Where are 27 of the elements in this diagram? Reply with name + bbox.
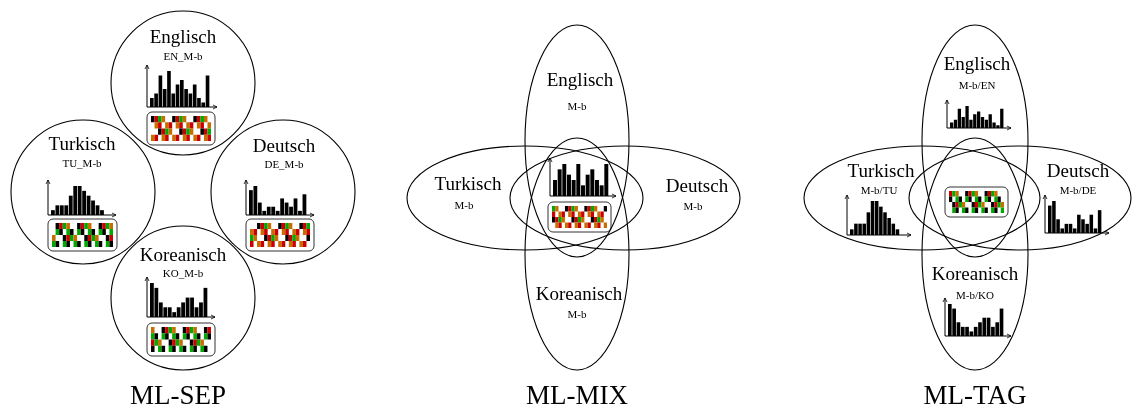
model-name: M-b — [683, 200, 703, 212]
language-name: Koreanisch — [139, 244, 227, 264]
language-name: Englisch — [943, 53, 1011, 73]
language-name: Englisch — [149, 26, 217, 46]
language-name: Deutsch — [665, 175, 729, 195]
language-name: Koreanisch — [535, 283, 623, 303]
configuration-title: ML-MIX — [526, 381, 628, 409]
language-name: Deutsch — [252, 135, 316, 155]
language-name: Turkisch — [48, 133, 116, 153]
model-name: M-b/KO — [956, 289, 994, 301]
model-name: M-b/EN — [958, 79, 996, 91]
model-name: M-b — [567, 100, 587, 112]
configuration-title: ML-TAG — [923, 381, 1027, 409]
language-name: Turkisch — [434, 173, 502, 193]
model-name: EN_M-b — [163, 50, 203, 62]
language-name: Englisch — [546, 69, 614, 89]
model-name: DE_M-b — [264, 158, 304, 170]
language-name: Koreanisch — [931, 263, 1019, 283]
model-name: M-b — [567, 308, 587, 320]
model-name: M-b/DE — [1059, 184, 1097, 196]
configuration-title: ML-SEP — [130, 381, 226, 409]
model-name: KO_M-b — [162, 267, 204, 279]
model-name: TU_M-b — [62, 157, 102, 169]
language-name: Turkisch — [847, 160, 915, 180]
language-name: Deutsch — [1046, 160, 1110, 180]
model-name: M-b/TU — [860, 184, 898, 196]
model-name: M-b — [454, 199, 474, 211]
